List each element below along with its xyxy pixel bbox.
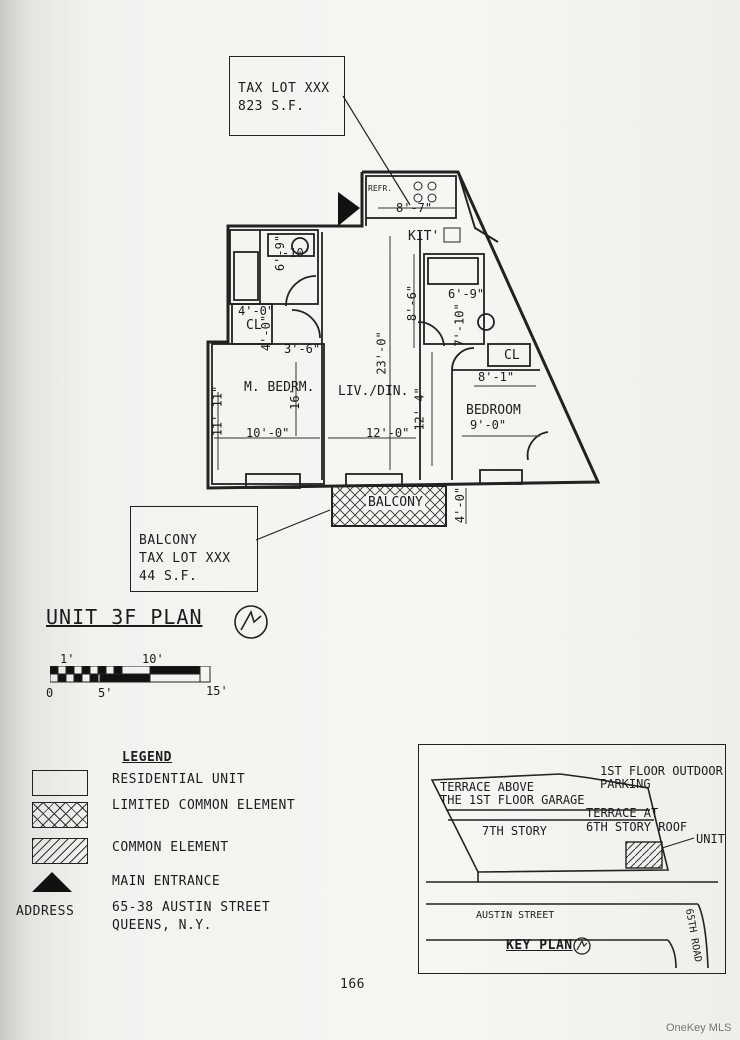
closet-width-dim: 4'-0" [238, 304, 275, 318]
residential-unit-swatch [32, 770, 88, 796]
bath1-depth-dim: -10' [282, 246, 311, 260]
kitchen-depth-dim: 8'-6" [405, 284, 420, 322]
balcony-box-line2: TAX LOT XXX [139, 551, 231, 566]
living-dining-label: LIV./DIN. [338, 384, 409, 399]
key-terrace-above-2: THE 1ST FLOOR GARAGE [440, 793, 585, 807]
legend-item-common: COMMON ELEMENT [112, 840, 229, 855]
hall-width-dim: 3'-6" [284, 342, 321, 356]
bath2-depth-dim: 7'-10" [452, 303, 467, 347]
scale-label-15: 15' [206, 684, 228, 698]
common-element-swatch [32, 838, 88, 864]
scale-label-0: 0 [46, 686, 54, 700]
master-bedroom-label: M. BEDRM. [244, 380, 315, 395]
scale-label-1: 1' [60, 652, 75, 666]
north-arrow-icon [234, 605, 268, 639]
tax-lot-line1: TAX LOT XXX [238, 81, 330, 96]
living-length-dim: 23'-0" [374, 331, 389, 375]
master-depth-dim: 11'-11" [210, 385, 225, 437]
watermark: OneKey MLS [666, 1022, 732, 1034]
key-street-label: AUSTIN STREET [476, 910, 555, 921]
key-unit-label: UNIT [696, 832, 725, 846]
kitchen-width-dim: 8'-7" [396, 201, 433, 215]
balcony-tax-lot-box: BALCONY TAX LOT XXX 44 S.F. [130, 506, 258, 592]
bedroom-width-dim: 9'-0" [470, 418, 507, 432]
main-entrance-marker [338, 192, 360, 226]
legend-item-residential: RESIDENTIAL UNIT [112, 772, 246, 787]
master-depth-dim2: 16' [287, 388, 302, 410]
balcony-depth-dim: 4'-0" [453, 486, 468, 524]
key-seventh-story: 7TH STORY [482, 824, 548, 838]
living-width-dim: 12'-0" [366, 426, 410, 440]
bedroom-closet-dim: 8'-1" [478, 370, 515, 384]
closet-depth-dim: 4'-0" [259, 314, 274, 352]
key-plan-box [418, 744, 726, 974]
key-terrace-at-1: TERRACE AT [586, 806, 659, 820]
address-label: ADDRESS [16, 904, 75, 919]
closet-left-label: CL [246, 318, 262, 333]
key-north-arrow-icon [573, 937, 591, 955]
closet-right-label: CL [504, 348, 520, 363]
bath2-width-dim: 6'-9" [448, 287, 485, 301]
kitchen-label: KIT' [408, 229, 440, 244]
key-outdoor-1: 1ST FLOOR OUTDOOR [600, 764, 723, 778]
tax-lot-box: TAX LOT XXX 823 S.F. [229, 56, 345, 136]
scale-label-5: 5' [98, 686, 113, 700]
legend-item-main-entrance: MAIN ENTRANCE [112, 874, 221, 889]
balcony-label: BALCONY [366, 495, 425, 510]
master-width-dim: 10'-0" [246, 426, 290, 440]
scale-label-10: 10' [142, 652, 164, 666]
legend-item-limited-common: LIMITED COMMON ELEMENT [112, 798, 296, 813]
key-terrace-at-2: 6TH STORY ROOF [586, 820, 688, 834]
address-line2: QUEENS, N.Y. [112, 918, 212, 933]
bedroom-label: BEDROOM [466, 403, 521, 418]
tax-lot-area: 823 S.F. [238, 99, 305, 114]
bedroom-depth-dim: 12'-4" [412, 387, 427, 431]
key-terrace-above-1: TERRACE ABOVE [440, 780, 534, 794]
key-plan-drawing [426, 773, 718, 969]
key-plan-title: KEY PLAN [506, 938, 573, 953]
scale-bar [50, 666, 211, 683]
balcony-box-line3: 44 S.F. [139, 569, 198, 584]
key-outdoor-2: PARKING [600, 777, 651, 791]
refr-label: REFR. [368, 184, 393, 193]
address-line1: 65-38 AUSTIN STREET [112, 900, 271, 915]
balcony-box-line1: BALCONY [139, 533, 198, 548]
legend-title: LEGEND [122, 750, 172, 765]
plan-title: UNIT 3F PLAN [46, 605, 203, 629]
page-number: 166 [340, 977, 365, 992]
main-entrance-icon [32, 872, 72, 892]
limited-common-swatch [32, 802, 88, 828]
